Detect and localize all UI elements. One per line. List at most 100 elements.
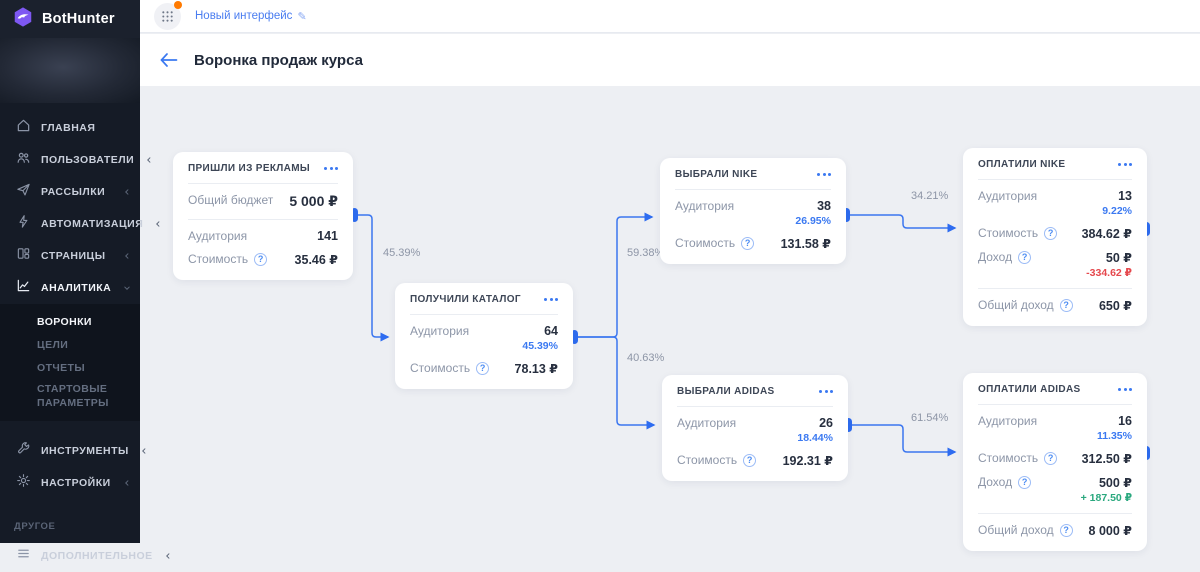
new-interface-link[interactable]: Новый интерфейс ✎ — [195, 10, 307, 23]
stat-value: 650 ₽ — [1098, 299, 1132, 313]
card-title: ВЫБРАЛИ NIKE — [675, 169, 758, 180]
stat-percent: 9.22% — [1102, 205, 1132, 217]
edge-percent-label: 61.54% — [911, 412, 949, 424]
edge-percent-label: 59.38% — [627, 247, 665, 259]
stat-label: Стоимость — [978, 451, 1039, 465]
sidebar-item-label: ГЛАВНАЯ — [41, 122, 96, 134]
card-menu-icon[interactable] — [1112, 385, 1132, 394]
card-menu-icon[interactable] — [318, 164, 338, 173]
profile-blurred-area — [0, 38, 140, 103]
card-menu-icon[interactable] — [538, 295, 558, 304]
card-title: ПОЛУЧИЛИ КАТАЛОГ — [410, 294, 521, 305]
help-icon[interactable] — [1018, 250, 1032, 264]
page-title: Воронка продаж курса — [194, 51, 363, 69]
sidebar-item-tools[interactable]: ИНСТРУМЕНТЫ — [0, 435, 146, 467]
chevron-down-icon — [122, 283, 132, 293]
apps-grid-button[interactable] — [154, 0, 182, 30]
back-button[interactable] — [160, 53, 178, 67]
help-icon[interactable] — [1059, 523, 1073, 537]
sidebar-item-analytics[interactable]: АНАЛИТИКА — [0, 272, 140, 304]
help-icon[interactable] — [743, 453, 757, 467]
sidebar-item-label: НАСТРОЙКИ — [41, 477, 111, 490]
stat-value: 312.50 ₽ — [1081, 452, 1132, 466]
chevron-left-icon — [122, 251, 132, 261]
sidebar-item-main[interactable]: ГЛАВНАЯ — [0, 112, 140, 144]
app-name: BotHunter — [42, 11, 115, 27]
funnel-canvas[interactable]: 45.39% 59.38% 40.63% 34.21% 61.54% ПРИШЛ… — [140, 86, 1200, 551]
edge-percent-label: 34.21% — [911, 190, 949, 202]
chevron-left-icon — [139, 446, 149, 456]
stat-row: Стоимость 35.46 ₽ — [188, 252, 338, 267]
help-icon[interactable] — [1044, 226, 1058, 240]
submenu-item-reports[interactable]: ОТЧЕТЫ — [0, 357, 140, 380]
sidebar-item-users[interactable]: ПОЛЬЗОВАТЕЛИ — [0, 144, 151, 176]
stat-value: 38 — [817, 199, 831, 213]
card-menu-icon[interactable] — [1112, 160, 1132, 169]
card-title: ВЫБРАЛИ ADIDAS — [677, 386, 775, 397]
lightning-icon — [16, 214, 31, 234]
stat-label: Аудитория — [188, 229, 248, 243]
chevron-left-icon — [163, 551, 173, 561]
sidebar-item-settings[interactable]: НАСТРОЙКИ — [0, 467, 140, 499]
stat-percent: 18.44% — [797, 432, 833, 444]
stat-value: 141 — [317, 229, 338, 243]
stat-label: Стоимость — [410, 361, 471, 375]
send-icon — [16, 182, 31, 202]
gear-icon — [16, 473, 31, 493]
submenu-item-start-params[interactable]: СТАРТОВЫЕ ПАРАМЕТРЫ — [0, 380, 140, 412]
chart-line-icon — [16, 278, 31, 298]
stat-label: Аудитория — [677, 416, 737, 430]
help-icon[interactable] — [254, 252, 268, 266]
sidebar-section-other: ДРУГОЕ — [14, 521, 56, 533]
logo-row[interactable]: BotHunter — [0, 0, 140, 38]
help-icon[interactable] — [1018, 475, 1032, 489]
card-title: ПРИШЛИ ИЗ РЕКЛАМЫ — [188, 163, 311, 174]
help-icon[interactable] — [1044, 451, 1058, 465]
sidebar-item-additional[interactable]: ДОПОЛНИТЕЛЬНОЕ — [0, 540, 170, 572]
sidebar-nav: ГЛАВНАЯ ПОЛЬЗОВАТЕЛИ РАССЫЛКИ АВТОМАТИЗА… — [0, 112, 170, 572]
layout-icon — [16, 246, 31, 266]
stat-row: Общий бюджет 5 000 ₽ — [188, 193, 338, 210]
card-menu-icon[interactable] — [813, 387, 833, 396]
stat-label: Общий бюджет — [188, 193, 274, 207]
sidebar: BotHunter ГЛАВНАЯ ПОЛЬЗОВАТЕЛИ РАССЫЛКИ … — [0, 0, 170, 562]
stat-row: Стоимость 192.31 ₽ — [677, 453, 833, 468]
help-icon[interactable] — [741, 236, 755, 250]
page-header: Воронка продаж курса — [140, 34, 1200, 86]
stat-value: 50 ₽ — [1105, 251, 1132, 265]
notification-badge — [174, 0, 182, 9]
card-menu-icon[interactable] — [811, 170, 831, 179]
wrench-icon — [16, 441, 31, 461]
sidebar-item-label: ДОПОЛНИТЕЛЬНОЕ — [41, 550, 153, 563]
sidebar-item-mailings[interactable]: РАССЫЛКИ — [0, 176, 140, 208]
stat-row: Общий доход 650 ₽ — [978, 298, 1132, 313]
stat-label: Аудитория — [675, 199, 735, 213]
stat-label: Аудитория — [410, 324, 470, 338]
sidebar-item-pages[interactable]: СТРАНИЦЫ — [0, 240, 140, 272]
stat-value: 8 000 ₽ — [1088, 524, 1132, 538]
submenu-item-goals[interactable]: ЦЕЛИ — [0, 334, 140, 357]
help-icon[interactable] — [1059, 298, 1073, 312]
sidebar-item-automation[interactable]: АВТОМАТИЗАЦИЯ — [0, 208, 160, 240]
stat-value: 192.31 ₽ — [782, 454, 833, 468]
stat-row: Стоимость 78.13 ₽ — [410, 361, 558, 376]
submenu-label: СТАРТОВЫЕ ПАРАМЕТРЫ — [37, 383, 109, 410]
stat-label: Общий доход — [978, 523, 1054, 537]
stat-label: Аудитория — [978, 189, 1038, 203]
stat-label: Доход — [978, 475, 1013, 489]
funnel-card-ads[interactable]: ПРИШЛИ ИЗ РЕКЛАМЫ Общий бюджет 5 000 ₽ А… — [173, 152, 353, 280]
help-icon[interactable] — [476, 361, 490, 375]
submenu-item-funnels[interactable]: ВОРОНКИ — [0, 311, 140, 334]
edge-ads-to-catalog — [355, 214, 390, 342]
chevron-left-icon — [122, 187, 132, 197]
stat-label: Стоимость — [188, 252, 249, 266]
arrow-left-icon — [160, 53, 178, 67]
stat-value: 5 000 ₽ — [289, 193, 338, 209]
